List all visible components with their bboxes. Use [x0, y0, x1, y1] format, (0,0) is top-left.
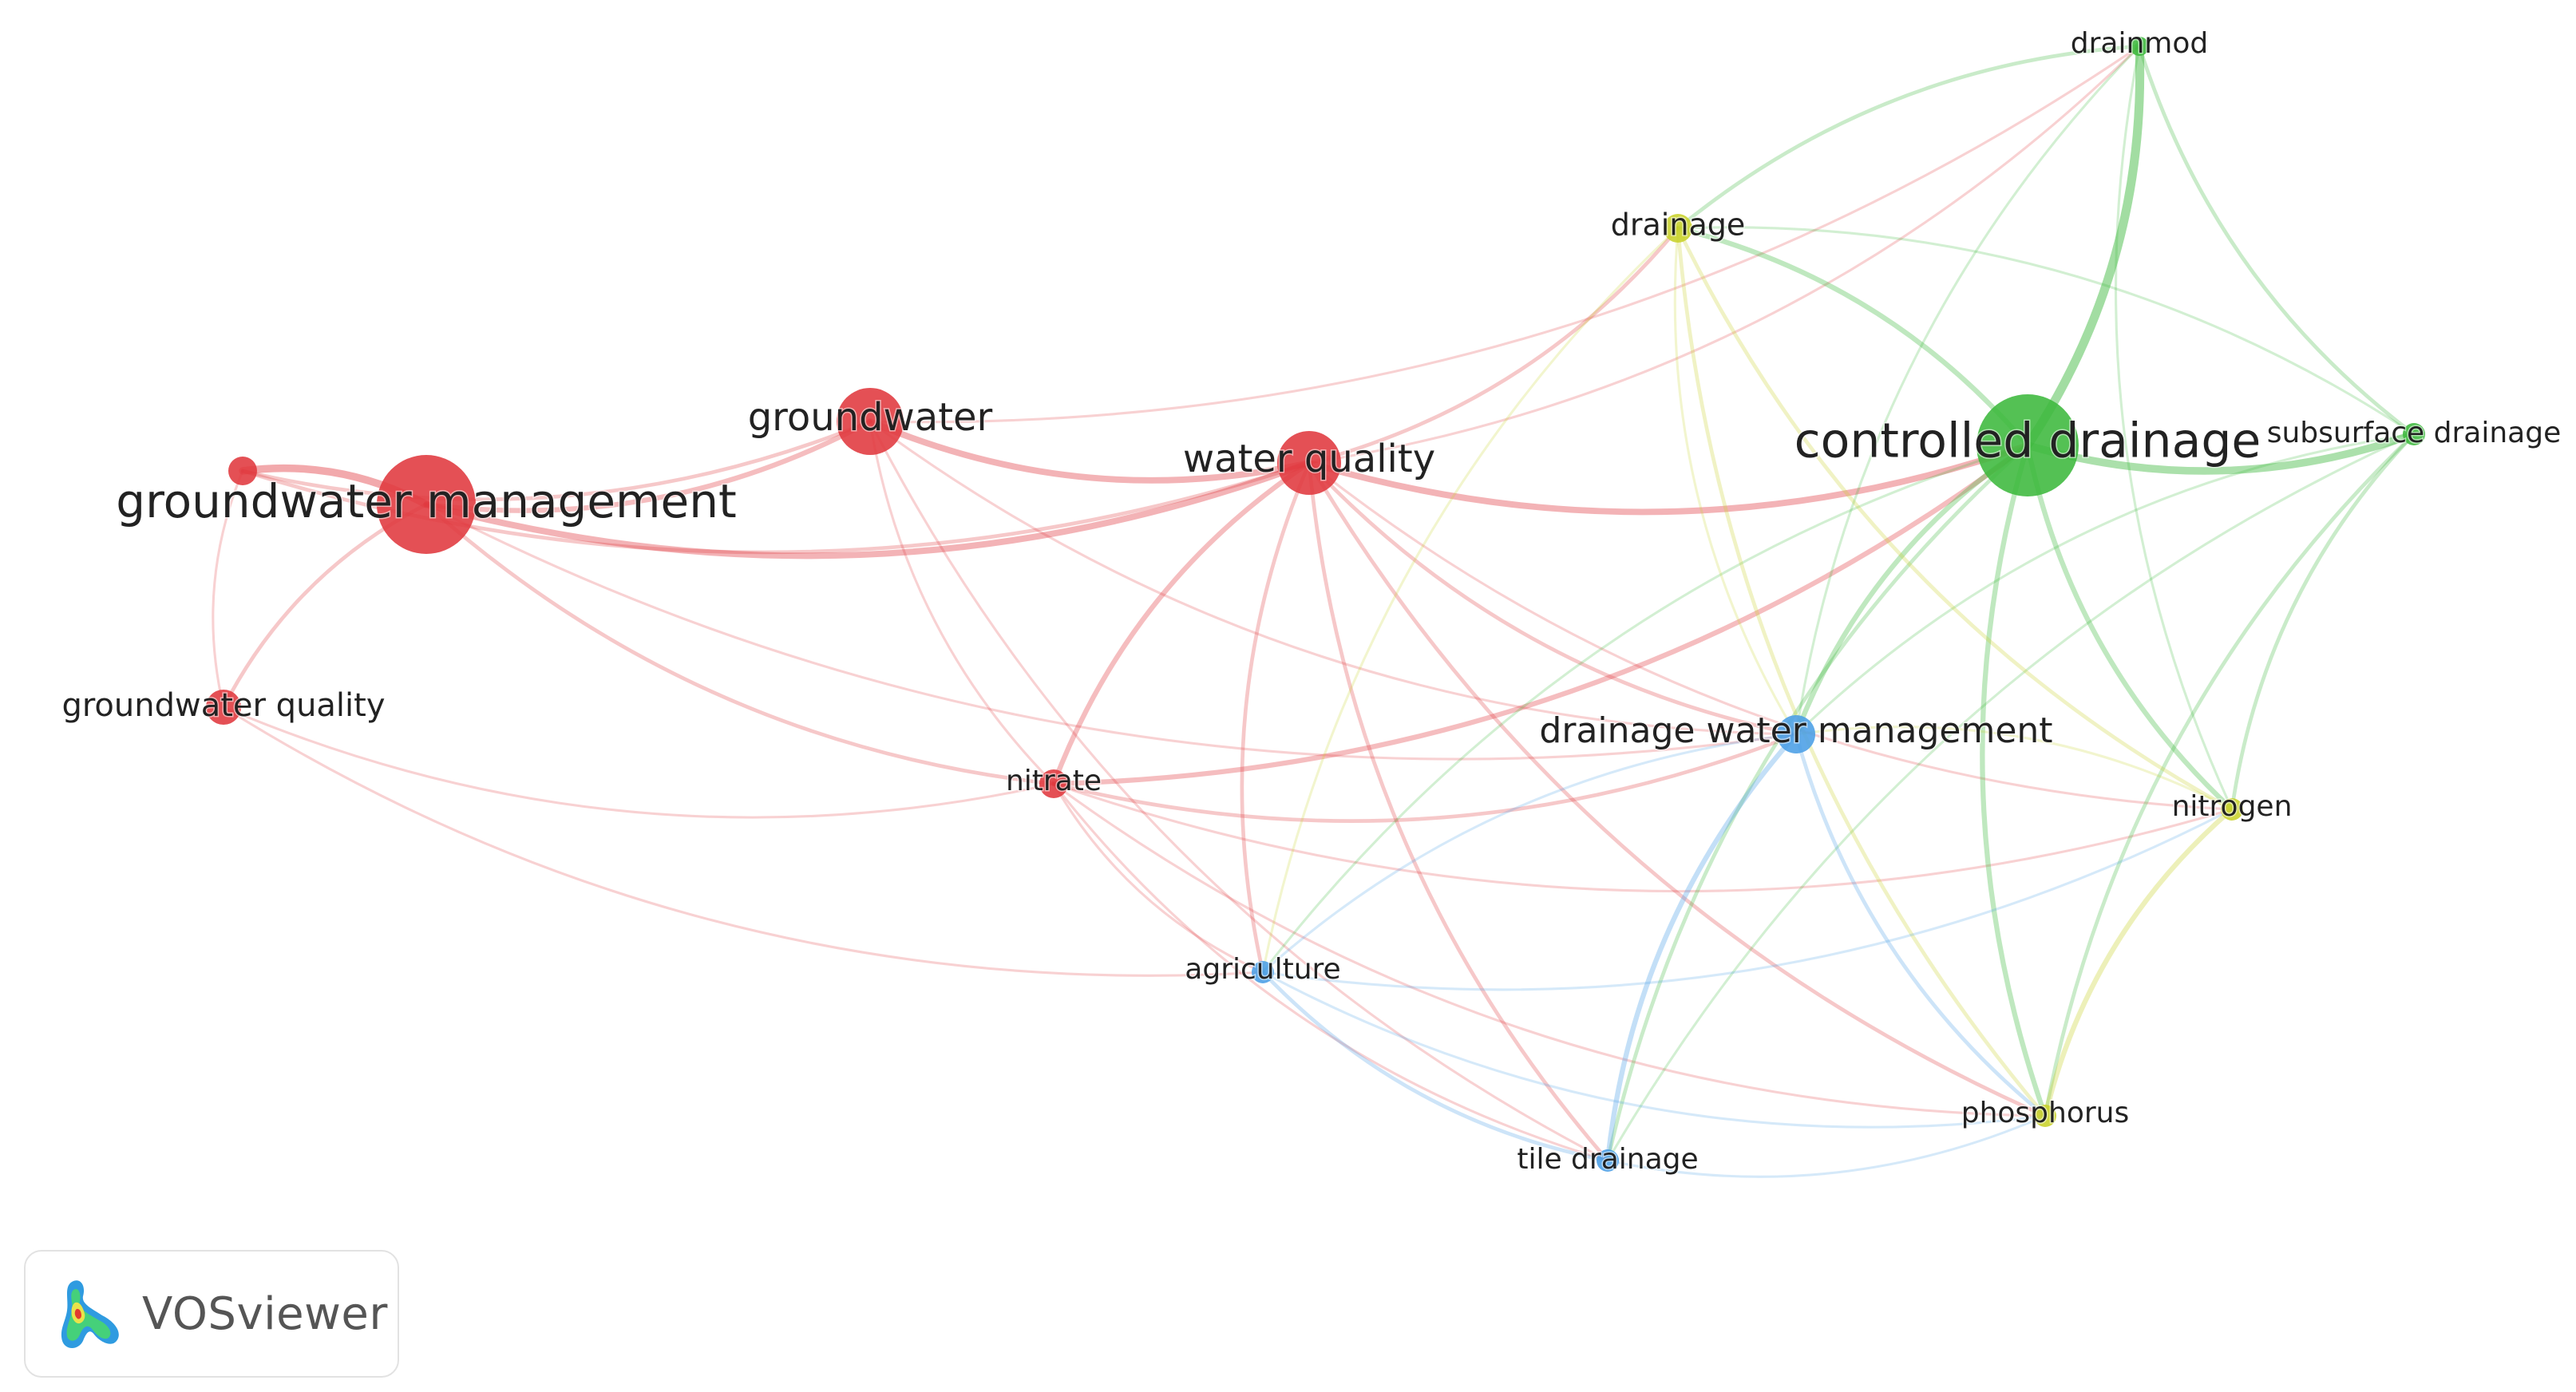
label-drainmod[interactable]: drainmod	[2069, 26, 2209, 61]
label-nitrogen[interactable]: nitrogen	[2170, 789, 2293, 825]
link-subsurface-drainage-drainage	[1676, 226, 2416, 436]
link-water-quality-nitrogen	[1308, 461, 2234, 811]
link-subsurface-drainage-tile-drainage	[1606, 433, 2416, 1162]
link-small-red-groundwater	[240, 419, 873, 502]
link-agriculture-nitrogen	[1261, 808, 2234, 991]
link-controlled-drainage-drainage-water-management	[1793, 442, 2031, 738]
link-nitrate-controlled-drainage	[1051, 442, 2031, 787]
link-groundwater-nitrate	[869, 420, 1055, 785]
node-water-quality[interactable]	[1277, 431, 1341, 495]
label-subsurface-drainage[interactable]: subsurface drainage	[2265, 416, 2562, 451]
label-phosphorus[interactable]: phosphorus	[1960, 1096, 2131, 1131]
label-groundwater[interactable]: groundwater	[746, 394, 994, 441]
node-tile-drainage[interactable]	[1597, 1149, 1619, 1172]
link-subsurface-drainage-drainage-water-management	[1794, 433, 2416, 736]
link-drainage-water-management-phosphorus	[1794, 732, 2048, 1118]
link-water-quality-drainmod	[1308, 45, 2141, 465]
link-water-quality-tile-drainage	[1307, 461, 1610, 1163]
link-groundwater-management-water-quality	[423, 460, 1312, 560]
link-drainmod-subsurface-drainage	[2137, 44, 2416, 437]
node-subsurface-drainage[interactable]	[2403, 423, 2425, 445]
node-groundwater-quality[interactable]	[206, 690, 241, 725]
label-tile-drainage[interactable]: tile drainage	[1516, 1142, 1700, 1177]
node-groundwater[interactable]	[837, 388, 904, 455]
links-layer	[212, 42, 2418, 1178]
link-subsurface-drainage-phosphorus	[2043, 432, 2416, 1118]
link-agriculture-tile-drainage	[1260, 970, 1610, 1163]
label-water-quality[interactable]: water quality	[1181, 436, 1436, 483]
link-water-quality-drainage	[1307, 226, 1680, 465]
link-groundwater-water-quality	[867, 418, 1312, 484]
link-nitrate-tile-drainage	[1052, 782, 1609, 1162]
label-drainage-water-management[interactable]: drainage water management	[1538, 710, 2054, 753]
node-drainage-water-management[interactable]	[1777, 715, 1815, 753]
link-drainage-nitrogen	[1676, 226, 2234, 812]
link-small-red-groundwater-quality	[212, 469, 244, 709]
link-water-quality-controlled-drainage	[1306, 442, 2031, 516]
link-nitrate-drainage-water-management	[1051, 732, 1798, 823]
node-small-red[interactable]	[228, 457, 257, 485]
link-water-quality-nitrate	[1051, 460, 1312, 787]
nodes-layer	[206, 37, 2425, 1172]
link-water-quality-phosphorus	[1307, 461, 2048, 1118]
vosviewer-logo-text: VOSviewer	[142, 1287, 388, 1340]
label-groundwater-quality[interactable]: groundwater quality	[61, 686, 386, 726]
label-nitrate[interactable]: nitrate	[1004, 764, 1102, 799]
link-groundwater-quality-nitrate	[222, 706, 1055, 819]
node-drainage[interactable]	[1664, 214, 1692, 243]
link-drainage-drainage-water-management	[1673, 227, 1798, 736]
link-groundwater-management-drainage-water-management	[425, 503, 1798, 761]
label-controlled-drainage[interactable]: controlled drainage	[1793, 412, 2262, 470]
vosviewer-logo: VOSviewer	[24, 1250, 399, 1378]
node-phosphorus[interactable]	[2034, 1105, 2056, 1127]
label-agriculture[interactable]: agriculture	[1184, 952, 1342, 987]
link-drainmod-nitrogen	[2114, 45, 2234, 811]
link-groundwater-drainmod	[869, 45, 2141, 424]
link-controlled-drainage-tile-drainage	[1605, 443, 2030, 1163]
node-nitrate[interactable]	[1039, 769, 1068, 798]
link-subsurface-drainage-nitrogen	[2230, 432, 2416, 812]
link-controlled-drainage-subsurface-drainage	[2024, 430, 2418, 475]
link-controlled-drainage-agriculture	[1261, 444, 2029, 974]
link-nitrogen-drainage-water-management	[1794, 726, 2234, 811]
link-controlled-drainage-nitrogen	[2024, 442, 2235, 813]
link-drainage-water-management-agriculture	[1261, 733, 1798, 974]
link-groundwater-drainage-water-management	[869, 420, 1798, 736]
link-agriculture-phosphorus	[1261, 971, 2047, 1129]
link-nitrate-phosphorus	[1052, 782, 2047, 1117]
node-drainmod[interactable]	[2130, 37, 2149, 56]
link-drainage-water-management-tile-drainage	[1605, 731, 1799, 1164]
vosviewer-heatmap-icon	[61, 1280, 119, 1348]
link-groundwater-tile-drainage	[869, 420, 1609, 1162]
link-nitrogen-phosphorus	[2042, 806, 2235, 1119]
link-groundwater-quality-agriculture	[222, 706, 1264, 977]
link-drainmod-drainage	[1676, 44, 2142, 231]
node-agriculture[interactable]	[1252, 961, 1274, 983]
link-tile-drainage-phosphorus	[1606, 1114, 2047, 1178]
link-groundwater-management-groundwater	[423, 418, 873, 513]
node-controlled-drainage[interactable]	[1977, 394, 2079, 496]
label-groundwater-management[interactable]: groundwater management	[115, 473, 738, 530]
node-nitrogen[interactable]	[2221, 798, 2243, 821]
link-controlled-drainage-drainmod	[2023, 42, 2145, 450]
link-water-quality-agriculture	[1240, 461, 1312, 975]
link-groundwater-management-nitrate	[424, 502, 1056, 786]
node-groundwater-management[interactable]	[377, 455, 476, 554]
link-controlled-drainage-phosphorus	[1980, 442, 2048, 1119]
link-controlled-drainage-drainage	[1675, 225, 2031, 449]
link-drainmod-drainage-water-management	[1794, 45, 2141, 736]
link-nitrate-agriculture	[1052, 782, 1264, 974]
link-drainage-agriculture	[1261, 227, 1680, 974]
link-nitrate-nitrogen	[1052, 782, 2234, 893]
link-drainage-phosphorus	[1676, 226, 2048, 1118]
link-water-quality-drainage-water-management	[1307, 461, 1798, 737]
label-drainage[interactable]: drainage	[1609, 206, 1746, 243]
